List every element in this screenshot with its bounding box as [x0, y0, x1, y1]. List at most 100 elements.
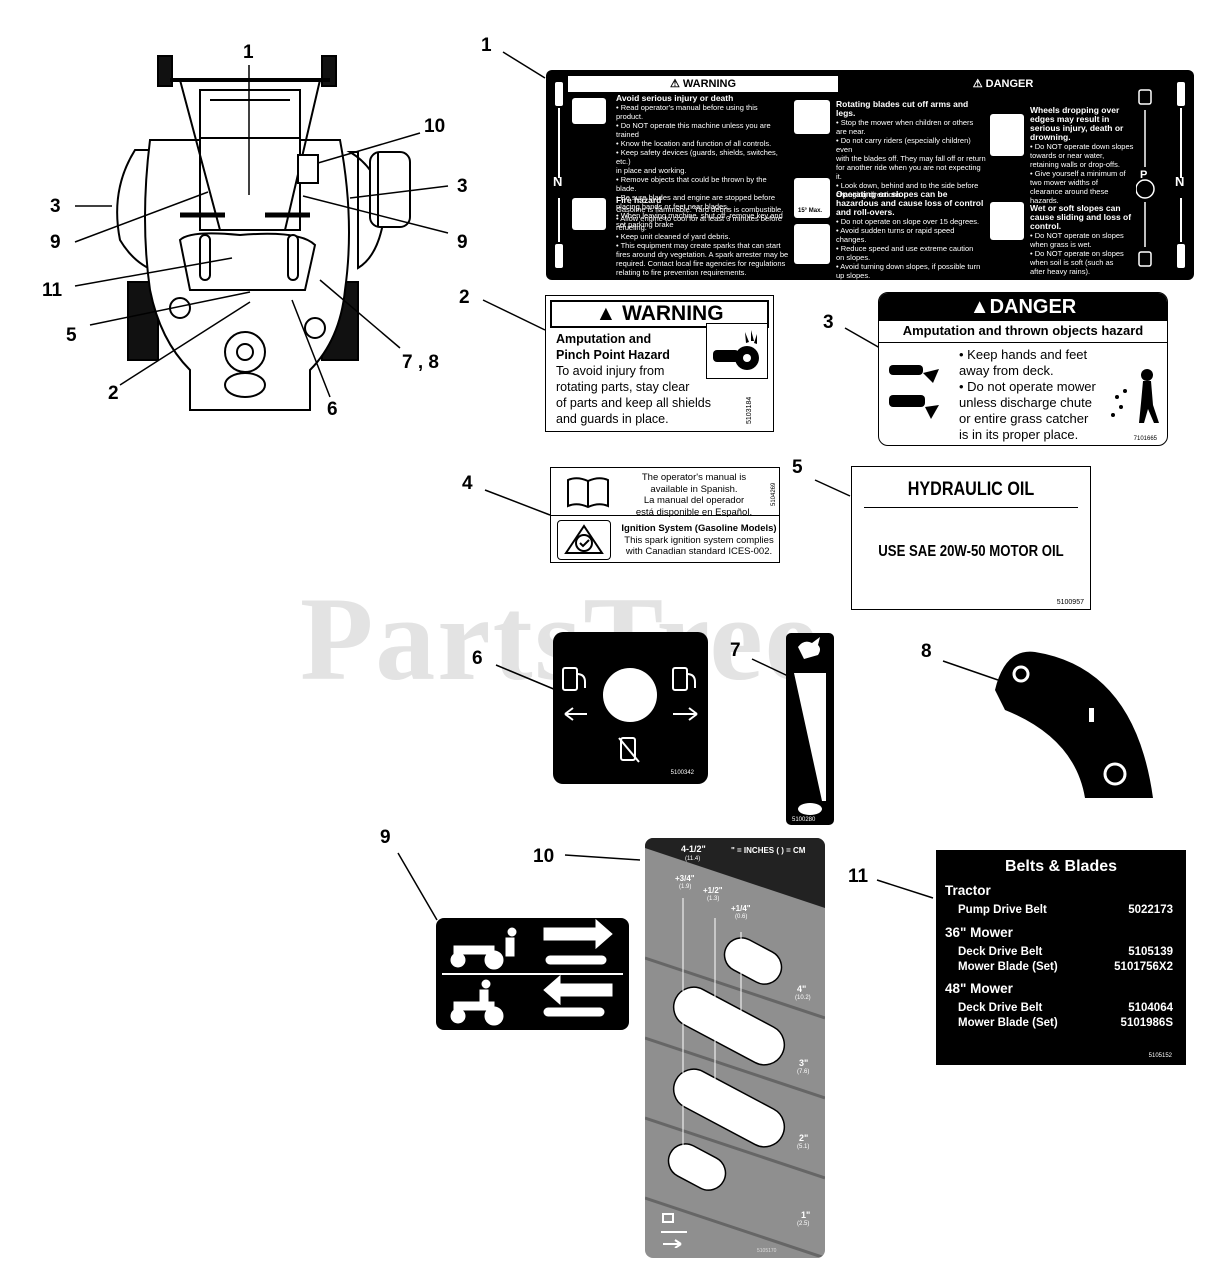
section-48-mower: 48" Mower: [945, 981, 1013, 996]
fuel-left-icon: [559, 666, 595, 726]
max-height: 4-1/2": [681, 844, 706, 854]
callout-2-tractor: 2: [108, 383, 119, 404]
row-36-blade-set: Mower Blade (Set)5101756X2: [958, 961, 1173, 973]
fuel-off-icon: [617, 736, 645, 766]
divider: [864, 507, 1078, 508]
lever-release-icon: [657, 1208, 697, 1249]
slope-icon: [794, 178, 830, 218]
wheels-drop-text: Wheels dropping over edges may result in…: [1030, 105, 1134, 206]
adj-1-2: +1/2": [703, 886, 723, 895]
height-1-cm: (2.5): [797, 1221, 810, 1227]
hazard-subtitle: Amputation and thrown objects hazard: [879, 323, 1167, 343]
callout-6: 6: [472, 648, 483, 669]
hydraulic-oil-title: HYDRAULIC OIL: [907, 479, 1035, 500]
neutral-label-right: N: [1175, 174, 1185, 189]
pinch-hand-icon: [706, 323, 768, 379]
units-legend: " = INCHES ( ) = CM: [731, 846, 806, 855]
callout-9-right: 9: [457, 232, 468, 253]
callout-10-tractor: 10: [424, 116, 446, 137]
height-4-cm: (10.2): [795, 995, 811, 1001]
foot-cut-icon: [885, 391, 943, 423]
belts-blades-title: Belts & Blades: [1004, 858, 1118, 875]
max-height-cm: (11.4): [685, 856, 701, 862]
callout-7-8-tractor: 7 , 8: [402, 352, 439, 373]
adj-3-4: +3/4": [675, 874, 695, 883]
decal-7-throttle: 5100280: [786, 633, 834, 825]
height-2-cm: (5.1): [797, 1144, 810, 1150]
hand-cut-icon: [885, 359, 943, 391]
decal-5-hydraulic-oil: HYDRAULIC OIL USE SAE 20W-50 MOTOR OIL 5…: [851, 466, 1091, 610]
slope-max-label: 15° Max.: [798, 208, 823, 214]
tractor-top-view: [116, 55, 411, 411]
callout-9: 9: [380, 827, 391, 848]
part-number: 5105152: [1148, 1053, 1172, 1059]
rcm-compliance-icon: [557, 520, 611, 560]
part-number: 5105170: [757, 1248, 777, 1254]
neutral-label-left: N: [553, 174, 563, 189]
callout-5: 5: [792, 457, 803, 478]
callout-4: 4: [462, 473, 473, 494]
pinch-point-text: Amputation and Pinch Point Hazard To avo…: [556, 332, 711, 426]
warning-band: ⚠ WARNING: [568, 76, 838, 92]
divider: [551, 515, 779, 516]
neutral-arrow-left: [552, 82, 566, 268]
danger-header: ▲DANGER: [879, 293, 1167, 321]
wet-slopes-text: Wet or soft slopes can cause sliding and…: [1030, 203, 1132, 277]
part-number: 5100280: [792, 817, 816, 823]
callout-2: 2: [459, 287, 470, 308]
callout-3-right: 3: [457, 176, 468, 197]
decal-4-manual-spanish: The operator's manual is available in Sp…: [550, 467, 780, 563]
decal-2-pinch-point: ▲ WARNING Amputation and Pinch Point Haz…: [545, 295, 774, 432]
fire-hazard-text: Fire hazard Gasoline is flammable. Yard …: [616, 195, 789, 278]
height-3-cm: (7.6): [797, 1069, 810, 1075]
decal-3-danger-thrown-objects: ▲DANGER Amputation and thrown objects ha…: [878, 292, 1168, 446]
warning-header: ▲ WARNING: [550, 300, 769, 328]
adj-3-4-cm: (1.9): [679, 884, 692, 890]
height-1: 1": [801, 1210, 811, 1220]
danger-band: ⚠ DANGER: [844, 76, 1162, 92]
ignition-notice-text: Ignition System (Gasoline Models) This s…: [621, 523, 777, 557]
callout-6-tractor: 6: [327, 399, 338, 420]
section-36-mower: 36" Mower: [945, 925, 1013, 940]
neutral-arrow-right: [1174, 82, 1188, 268]
rotating-blades-text: Rotating blades cut off arms and legs. •…: [836, 99, 986, 200]
part-number: 7101665: [1133, 436, 1157, 442]
park-indicator: [1135, 82, 1156, 272]
callout-10: 10: [533, 846, 555, 867]
selector-hole: [603, 668, 657, 722]
manual-notice-text: The operator's manual is available in Sp…: [635, 472, 753, 518]
avoid-injury-text: Avoid serious injury or death • Read ope…: [616, 93, 783, 230]
adj-1-4: +1/4": [731, 904, 751, 913]
oil-spec-text: USE SAE 20W-50 MOTOR OIL: [878, 543, 1064, 560]
tractor-leader-lines: [74, 65, 449, 398]
callout-11-tractor: 11: [42, 280, 63, 301]
rollover-icon: [794, 224, 830, 264]
height-2: 2": [799, 1133, 809, 1143]
section-tractor: Tractor: [945, 883, 991, 898]
height-slots: [645, 838, 825, 1258]
adj-1-4-cm: (0.6): [735, 914, 748, 920]
callout-9-left: 9: [50, 232, 61, 253]
decal-8-ignition-arc: [995, 651, 1153, 798]
thrown-object-icon: [1107, 367, 1161, 427]
fuel-right-icon: [669, 666, 705, 726]
callout-3-left: 3: [50, 196, 61, 217]
park-label: P: [1140, 169, 1148, 181]
part-number: 5103184: [746, 396, 753, 424]
fire-icon: [572, 198, 606, 230]
adj-1-2-cm: (1.3): [707, 896, 720, 902]
rotating-blade-icon: [794, 100, 830, 134]
part-number: 5104269: [771, 482, 777, 506]
callout-5-tractor: 5: [66, 325, 77, 346]
row-48-blade-set: Mower Blade (Set)5101986S: [958, 1017, 1173, 1029]
decal-9-reverse: [436, 918, 629, 1030]
callout-3: 3: [823, 312, 834, 333]
height-3: 3": [799, 1058, 809, 1068]
danger-instructions: • Keep hands and feet away from deck. • …: [959, 347, 1096, 442]
callout-8: 8: [921, 641, 932, 662]
drop-off-icon: [990, 114, 1024, 156]
